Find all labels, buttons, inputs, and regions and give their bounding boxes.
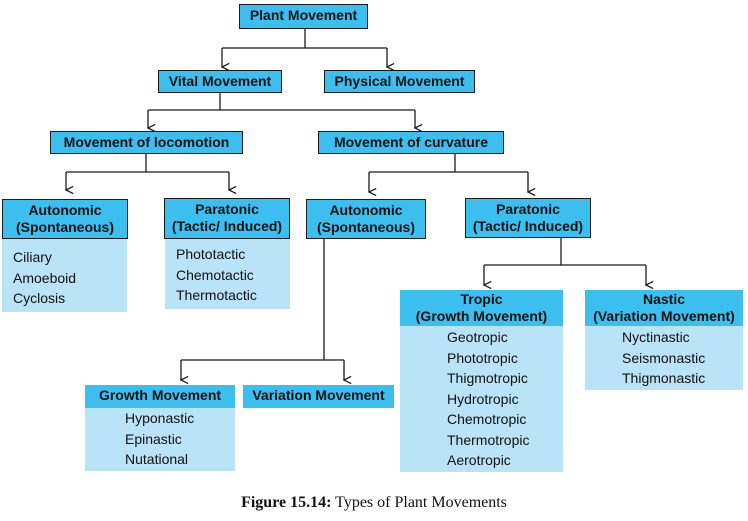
node-curvature-paratonic: Paratonic (Tactic/ Induced) — [465, 198, 591, 238]
list-item: Chemotropic — [447, 411, 527, 427]
node-title: Paratonic — [496, 201, 560, 217]
panel-locomotion-paratonic: Phototactic Chemotactic Thermotactic — [165, 239, 290, 309]
node-plant-movement: Plant Movement — [239, 4, 368, 29]
list-item: Thermotactic — [176, 287, 257, 303]
figure-caption: Figure 15.14: Types of Plant Movements — [0, 494, 748, 512]
node-title: Tropic — [460, 291, 503, 307]
node-label: Movement of locomotion — [63, 134, 230, 150]
node-subtitle: (Spontaneous) — [16, 219, 114, 235]
node-subtitle: (Spontaneous) — [317, 219, 415, 235]
node-label: Plant Movement — [249, 7, 358, 23]
node-movement-of-locomotion: Movement of locomotion — [50, 131, 243, 154]
node-title: Paratonic — [195, 201, 259, 217]
list-item: Nyctinastic — [622, 329, 690, 345]
node-title: Nastic — [642, 291, 686, 307]
node-label: Vital Movement — [168, 73, 272, 89]
node-subtitle: (Tactic/ Induced) — [472, 218, 584, 234]
list-item: Geotropic — [447, 329, 508, 345]
list-item: Aerotropic — [447, 452, 511, 468]
list-item: Nutational — [125, 451, 189, 467]
list-item: Thigmotropic — [447, 370, 528, 386]
node-label: Variation Movement — [252, 387, 385, 403]
node-tropic: Tropic (Growth Movement) — [400, 290, 563, 326]
list-item: Hyponastic — [125, 410, 195, 426]
node-subtitle: (Tactic/ Induced) — [171, 218, 283, 234]
node-label: Movement of curvature — [333, 134, 489, 150]
node-subtitle: (Variation Movement) — [593, 308, 735, 324]
node-subtitle: (Growth Movement) — [415, 308, 548, 324]
list-item: Thigmonastic — [622, 370, 706, 386]
panel-tropic: Geotropic Phototropic Thigmotropic Hydro… — [400, 326, 563, 472]
node-curvature-autonomic: Autonomic (Spontaneous) — [306, 199, 426, 239]
node-label: Growth Movement — [98, 387, 222, 403]
node-title: Autonomic — [28, 202, 102, 218]
list-item: Epinastic — [125, 430, 182, 447]
list-item: Phototactic — [176, 246, 246, 262]
caption-label: Figure 15.14: — [241, 494, 332, 511]
list-item: Chemotactic — [176, 266, 254, 283]
node-physical-movement: Physical Movement — [324, 70, 475, 93]
node-nastic: Nastic (Variation Movement) — [585, 290, 743, 326]
list-item: Ciliary — [13, 249, 52, 265]
list-item: Phototropic — [447, 349, 518, 366]
list-item: Hydrotropic — [447, 390, 519, 407]
panel-nastic: Nyctinastic Seismonastic Thigmonastic — [585, 326, 743, 390]
node-movement-of-curvature: Movement of curvature — [318, 131, 504, 154]
caption-text: Types of Plant Movements — [335, 494, 507, 511]
panel-growth-movement: Hyponastic Epinastic Nutational — [85, 408, 235, 471]
node-vital-movement: Vital Movement — [158, 70, 282, 93]
panel-locomotion-autonomic: Ciliary Amoeboid Cyclosis — [2, 239, 127, 312]
node-variation-movement: Variation Movement — [243, 385, 394, 408]
list-item: Cyclosis — [13, 290, 66, 306]
node-label: Physical Movement — [334, 73, 465, 89]
node-growth-movement: Growth Movement — [85, 385, 235, 408]
list-item: Amoeboid — [13, 269, 77, 286]
node-locomotion-autonomic: Autonomic (Spontaneous) — [2, 199, 128, 239]
node-locomotion-paratonic: Paratonic (Tactic/ Induced) — [164, 198, 290, 239]
list-item: Seismonastic — [622, 349, 706, 366]
node-title: Autonomic — [329, 202, 403, 218]
list-item: Thermotropic — [447, 431, 530, 448]
